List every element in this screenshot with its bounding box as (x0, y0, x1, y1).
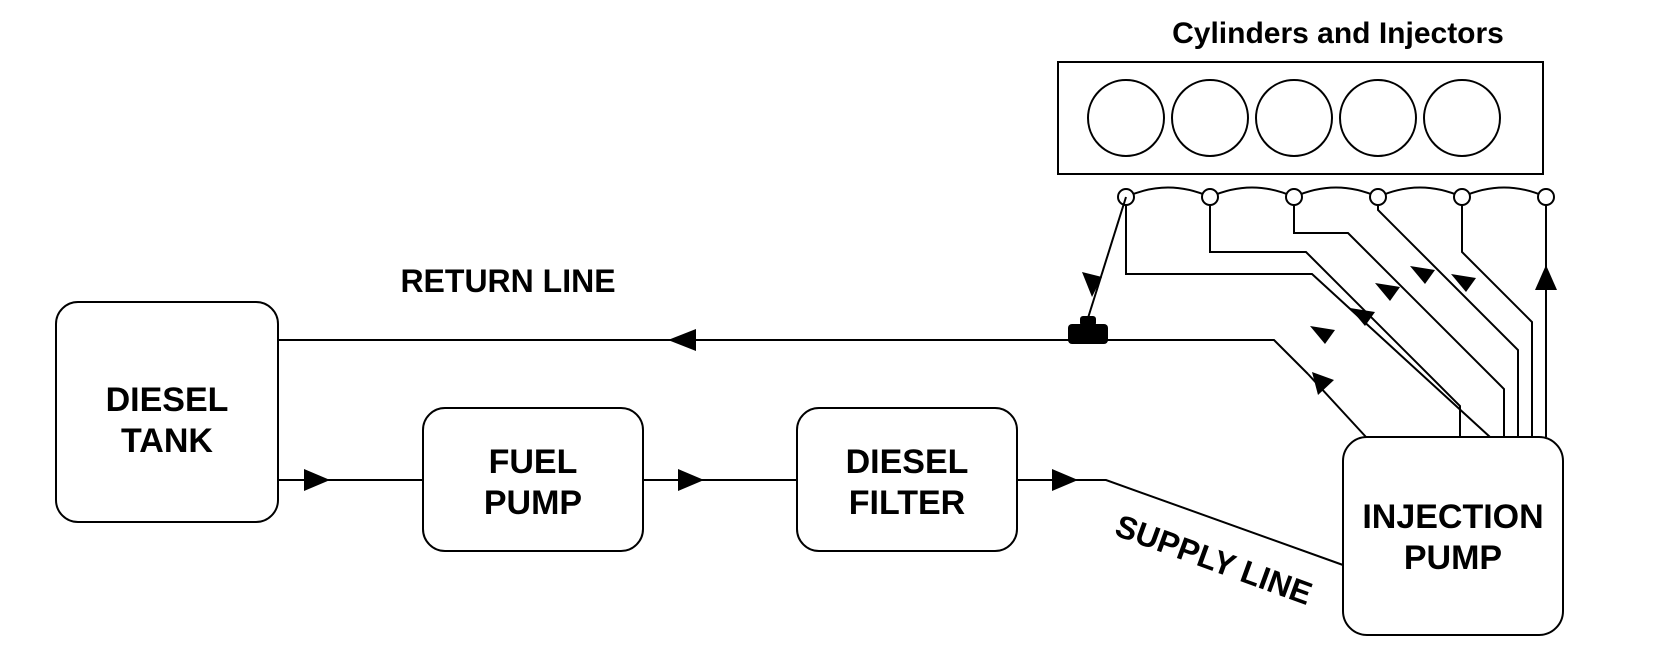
cylinder (1087, 79, 1165, 157)
diesel-filter-label-line2: FILTER (849, 484, 965, 522)
arrow-icon (668, 329, 696, 351)
cylinder (1339, 79, 1417, 157)
injection-pump-box: INJECTION PUMP (1342, 436, 1564, 636)
arrow-icon (1082, 272, 1102, 297)
return-line (278, 339, 1309, 375)
diesel-tank-label-line1: DIESEL (106, 381, 229, 419)
arrow-icon (678, 469, 704, 491)
arrow-icon (1410, 266, 1435, 284)
injector-icon (1537, 188, 1555, 206)
diesel-filter-box: DIESEL FILTER (796, 407, 1018, 552)
cylinder-block (1057, 61, 1544, 175)
arrow-icon (1535, 265, 1557, 290)
diesel-tank-box: DIESEL TANK (55, 301, 279, 523)
cylinder (1171, 79, 1249, 157)
injector-supply-lines (1125, 197, 1547, 438)
injector-icon (1285, 188, 1303, 206)
fuel-pump-box: FUEL PUMP (422, 407, 644, 552)
arrow-icon (1375, 283, 1400, 301)
arrow-icon (1312, 372, 1334, 395)
supply-line-label: SUPPLY LINE (1111, 507, 1317, 611)
return-connector-nub (1080, 316, 1096, 326)
injector-icon (1201, 188, 1219, 206)
fuel-pump-label-line2: PUMP (484, 484, 582, 522)
arrow-icon (1310, 326, 1335, 344)
fuel-pump-label-line1: FUEL (489, 443, 578, 481)
cylinder (1423, 79, 1501, 157)
diagram-title: Cylinders and Injectors (1172, 17, 1504, 50)
injection-pump-label-line1: INJECTION (1362, 498, 1543, 536)
injection-pump-label-line2: PUMP (1404, 539, 1502, 577)
diesel-tank-label-line2: TANK (121, 422, 213, 460)
arrow-icon (1052, 469, 1078, 491)
arrow-icon (304, 469, 330, 491)
cylinder (1255, 79, 1333, 157)
leakoff-drop-line (1087, 196, 1127, 319)
arrow-icon (1451, 274, 1476, 292)
supply-line (1017, 479, 1344, 566)
injector-flow-arrows (1310, 265, 1557, 344)
injector-icon (1369, 188, 1387, 206)
return-line-label: RETURN LINE (400, 263, 615, 299)
injector-return-line (1125, 186, 1547, 199)
injector-icon (1453, 188, 1471, 206)
diesel-filter-label-line1: DIESEL (846, 443, 969, 481)
injector-nozzles (1117, 188, 1555, 206)
arrow-icon (1350, 308, 1375, 326)
